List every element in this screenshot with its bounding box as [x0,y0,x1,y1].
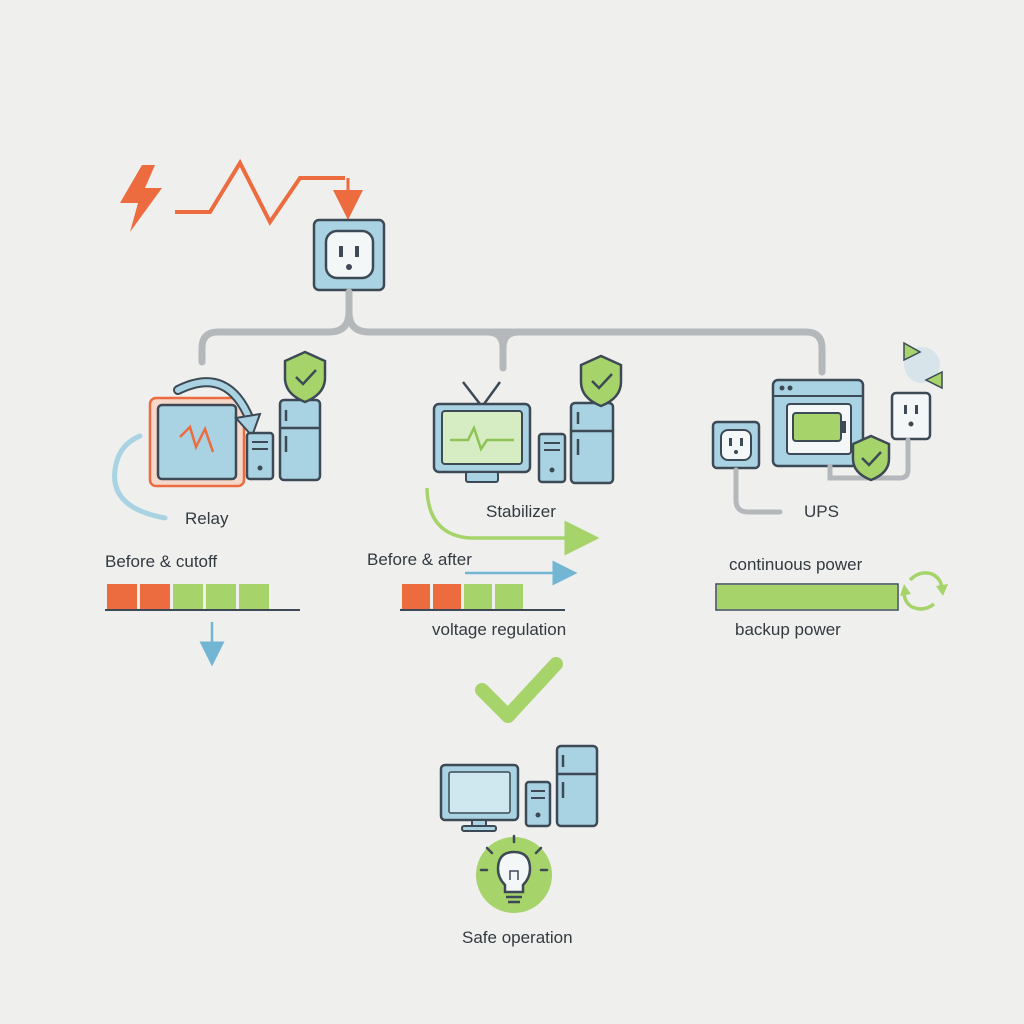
computer-tower-icon [537,432,567,484]
surge-wave [175,158,345,226]
relay-return-arrow [112,433,168,521]
fridge-icon [555,744,599,828]
computer-tower-icon [524,780,552,828]
wall-outlet-icon [312,218,386,292]
bar-segment [173,584,203,609]
bar-segment [239,584,269,609]
shield-check-icon [283,350,327,404]
bar-segment [433,584,461,609]
ups-unit-icon [771,378,865,468]
ups-bar-frame [715,583,899,611]
lightning-icon [120,165,162,232]
bar-segment [206,584,236,609]
stabilizer-detail: voltage regulation [432,620,567,639]
ups-detail: backup power [735,620,841,639]
stabilizer-title: Stabilizer [486,502,556,521]
computer-tower-icon [245,431,275,481]
ups-level-fill [717,585,897,609]
bar-segment [402,584,430,609]
result-caption: Safe operation [462,928,573,947]
monitor-icon [439,763,520,832]
fridge-icon [278,398,322,482]
shield-check-icon [579,354,623,408]
big-check-icon [475,657,563,723]
relay-unit-icon [148,396,246,488]
distribution-wires [198,288,826,376]
lightbulb-icon [476,834,552,913]
stabilizer-level-bar [402,584,523,609]
stabilizer-caption: Before & after [367,550,472,569]
bar-segment [107,584,137,609]
ups-caption: continuous power [729,555,863,574]
fridge-icon [569,401,615,485]
ups-title: UPS [804,502,839,521]
shield-check-icon [851,434,891,482]
relay-title: Relay [185,509,229,528]
bar-segment [495,584,523,609]
ups-wires [733,437,911,515]
plug-outlet-icon [890,391,932,441]
relay-level-bar [107,584,269,609]
bar-segment [140,584,170,609]
sync-arrows-icon [903,341,943,390]
relay-caption: Before & cutoff [105,552,218,571]
bar-segment [464,584,492,609]
stabilizer-flow-arrow [425,487,600,556]
refresh-arrows-icon [902,571,944,611]
tv-monitor-icon [432,381,532,483]
wall-outlet-icon [711,420,761,470]
